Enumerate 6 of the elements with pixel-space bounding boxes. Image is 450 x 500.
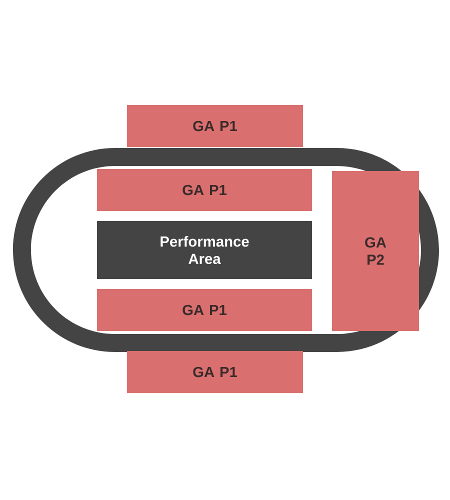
seating-section: GA P2	[332, 171, 419, 331]
seating-section: GA P1	[97, 169, 312, 211]
seating-section: GA P1	[127, 351, 303, 393]
seating-section: GA P1	[97, 289, 312, 331]
performance-area: Performance Area	[97, 221, 312, 279]
seating-section: GA P1	[127, 105, 303, 147]
